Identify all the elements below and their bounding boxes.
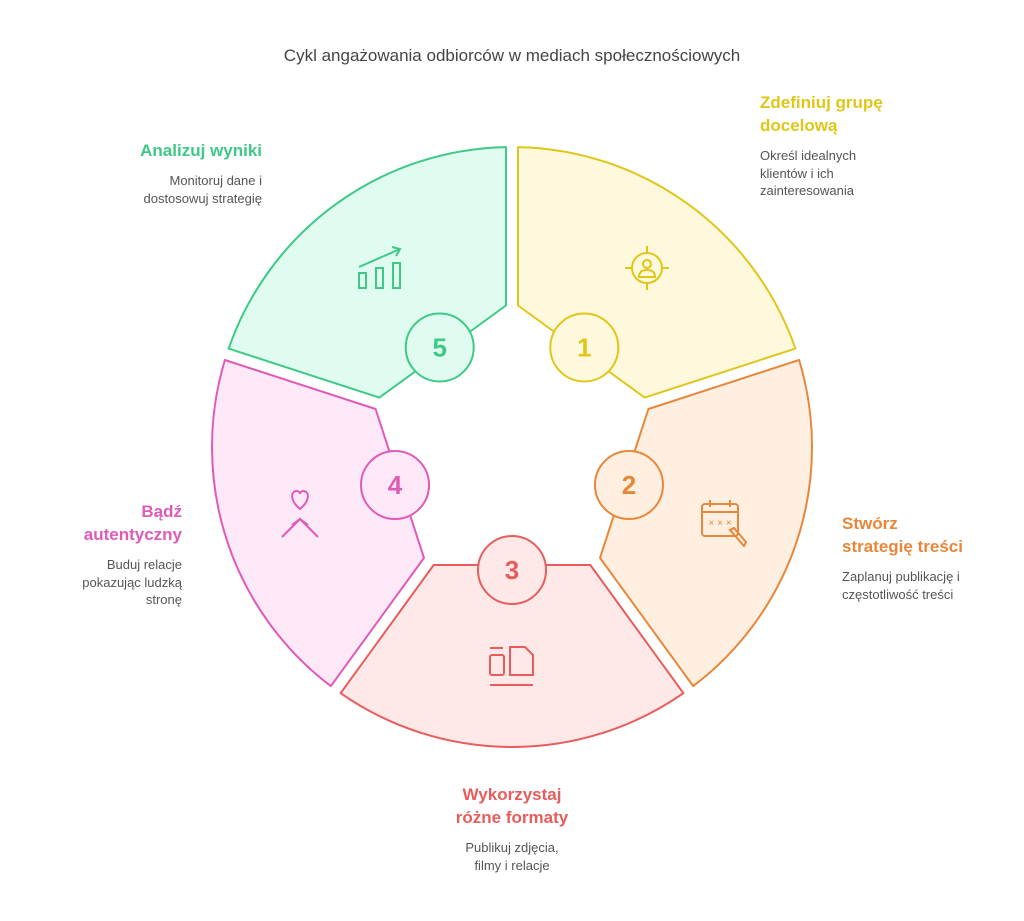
desc-line: częstotliwość treści (842, 586, 954, 602)
formats-layout-icon (489, 646, 534, 686)
growth-chart-icon (358, 246, 402, 289)
step-4-description: Buduj relacje pokazując ludzką stronę (0, 556, 182, 609)
step-number-circle (477, 535, 547, 605)
step-5-title: Analizuj wyniki (62, 139, 262, 162)
desc-line: pokazując ludzką (82, 574, 182, 590)
step-number: 2 (622, 470, 636, 500)
title-line: strategię treści (842, 537, 963, 556)
step-2-description: Zaplanuj publikację i częstotliwość treśc… (842, 568, 1024, 603)
step-1-title: Zdefiniuj grupę docelową (760, 91, 960, 137)
segment-step-2 (599, 359, 813, 688)
desc-line: Buduj relacje (106, 557, 182, 572)
desc-line: Określ idealnych (760, 148, 857, 163)
step-number: 3 (505, 555, 519, 585)
svg-text:× × ×: × × × (708, 518, 731, 529)
desc-line: Zaplanuj publikację i (842, 569, 960, 584)
target-user-icon (625, 246, 669, 290)
step-4-title: Bądź autentyczny (0, 500, 182, 546)
step-number-circle (549, 312, 620, 383)
step-number-circle (593, 450, 664, 521)
desc-line: filmy i relacje (474, 857, 550, 873)
segment-step-3 (339, 564, 685, 748)
title-line: Zdefiniuj grupę (760, 93, 883, 112)
step-1-label: Zdefiniuj grupę docelową Określ idealnych… (760, 91, 960, 200)
desc-line: dostosowuj strategię (143, 190, 262, 206)
desc-line: Publikuj zdjęcia, (465, 840, 559, 855)
step-5-description: Monitoruj dane i dostosowuj strategię (62, 172, 262, 207)
title-line: docelową (760, 116, 838, 135)
step-3-label: Wykorzystaj różne formaty Publikuj zdjęci… (412, 783, 612, 874)
desc-line: stronę (145, 592, 182, 607)
title-line: Bądź (141, 502, 182, 521)
step-4-label: Bądź autentyczny Buduj relacje pokazując l… (0, 500, 182, 609)
diagram-title: Cykl angażowania odbiorców w mediach spo… (283, 46, 741, 65)
desc-line: klientów i ich (760, 165, 834, 181)
title-line: Analizuj wyniki (140, 141, 262, 160)
calendar-pen-icon: × × × (701, 500, 748, 548)
segment-step-4 (211, 359, 425, 688)
step-number-circle (404, 312, 475, 383)
title-line: autentyczny (83, 525, 182, 544)
step-5-label: Analizuj wyniki Monitoruj dane i dostosow… (62, 139, 262, 207)
title-line: różne formaty (455, 808, 569, 827)
desc-line: Monitoruj dane i (169, 173, 263, 188)
step-number: 1 (577, 332, 591, 362)
step-2-title: Stwórz strategię treści (842, 512, 1024, 558)
heart-hands-icon (281, 489, 319, 538)
step-number: 5 (432, 332, 446, 362)
title-line: Wykorzystaj (462, 785, 562, 804)
step-number-circle (360, 450, 431, 521)
step-3-description: Publikuj zdjęcia, filmy i relacje (412, 839, 612, 874)
title-line: Stwórz (842, 514, 898, 533)
desc-line: zainteresowania (760, 183, 854, 198)
step-number: 4 (388, 470, 403, 500)
step-3-title: Wykorzystaj różne formaty (412, 783, 612, 829)
step-2-label: Stwórz strategię treści Zaplanuj publikac… (842, 512, 1024, 603)
step-1-description: Określ idealnych klientów i ich zaintereso… (760, 147, 960, 200)
